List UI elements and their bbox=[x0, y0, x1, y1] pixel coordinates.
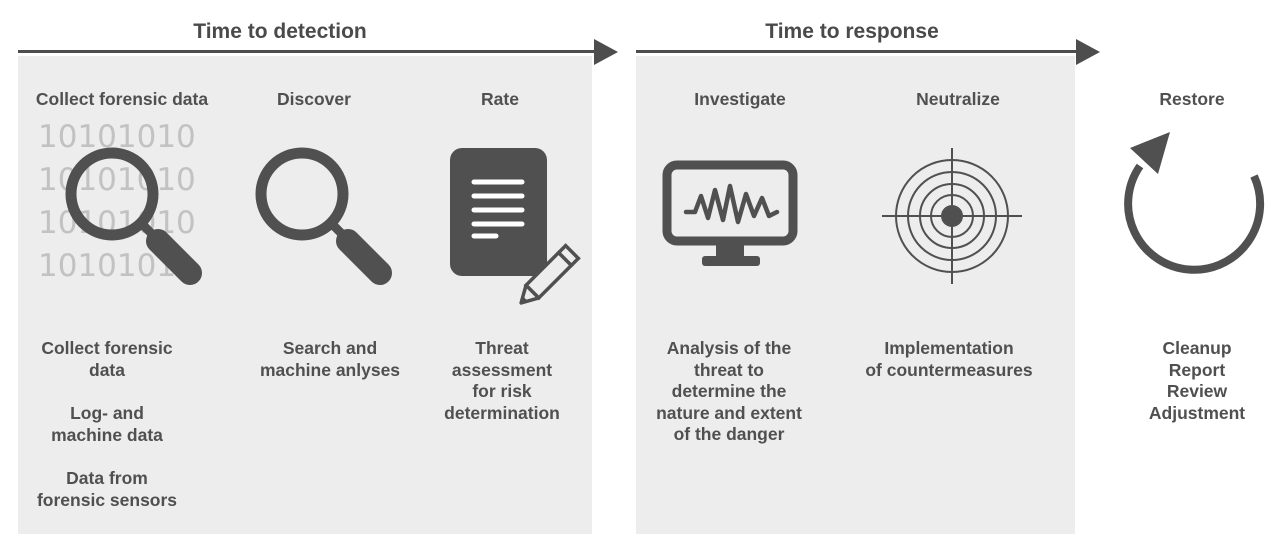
desc-line: forensic sensors bbox=[36, 489, 178, 510]
desc-line: Implementation bbox=[884, 338, 1014, 358]
response-panel bbox=[636, 56, 1075, 534]
title-investigate: Investigate bbox=[694, 89, 786, 109]
binary-row: 10101010 bbox=[38, 162, 196, 198]
desc-line: Threat bbox=[475, 338, 529, 358]
desc-collect: Collect forensic data Log- and machine d… bbox=[22, 338, 192, 511]
desc-line: Adjustment bbox=[1148, 402, 1246, 423]
phase-label-detection: Time to detection bbox=[193, 20, 367, 43]
desc-line: Search and bbox=[282, 338, 378, 358]
desc-line: determine the bbox=[671, 381, 787, 401]
desc-line: Data from bbox=[66, 468, 148, 488]
response-arrow-head-icon bbox=[1076, 39, 1100, 65]
magnifier-icon bbox=[65, 147, 202, 285]
desc-line: determination bbox=[444, 402, 560, 423]
desc-line: Log- and bbox=[70, 403, 144, 423]
target-icon bbox=[882, 148, 1022, 284]
monitor-pulse-icon bbox=[662, 160, 798, 266]
desc-line: Analysis of the bbox=[666, 338, 792, 358]
search-icon bbox=[255, 147, 392, 285]
desc-investigate: Analysis of the threat to determine the … bbox=[644, 338, 814, 446]
detection-panel bbox=[18, 56, 592, 534]
desc-neutralize: Implementation of countermeasures bbox=[858, 338, 1040, 381]
title-collect: Collect forensic data bbox=[35, 89, 209, 109]
desc-line: assessment bbox=[451, 359, 553, 380]
title-rate: Rate bbox=[481, 89, 519, 109]
desc-line: for risk bbox=[472, 381, 532, 401]
refresh-icon bbox=[1124, 132, 1265, 274]
desc-discover: Search and machine anlyses bbox=[250, 338, 410, 381]
desc-line: machine anlyses bbox=[259, 359, 401, 380]
desc-rate: Threat assessment for risk determination bbox=[432, 338, 572, 424]
response-arrow-line bbox=[636, 50, 1079, 53]
desc-restore: Cleanup Report Review Adjustment bbox=[1132, 338, 1262, 424]
desc-line: of the danger bbox=[673, 424, 785, 444]
desc-line: threat to bbox=[694, 359, 764, 380]
desc-line: Collect forensic bbox=[41, 338, 173, 358]
desc-line: Cleanup bbox=[1162, 338, 1232, 358]
desc-line: machine data bbox=[51, 424, 163, 445]
detection-arrow-line bbox=[18, 50, 596, 53]
detection-arrow-head-icon bbox=[594, 39, 618, 65]
title-discover: Discover bbox=[277, 89, 351, 109]
desc-line: data bbox=[89, 359, 125, 380]
title-restore: Restore bbox=[1159, 89, 1225, 109]
desc-line: Review bbox=[1166, 381, 1228, 401]
document-pencil-icon bbox=[450, 148, 581, 305]
desc-line: of countermeasures bbox=[865, 359, 1033, 380]
binary-row: 1010101 bbox=[38, 248, 177, 284]
phase-label-response: Time to response bbox=[765, 20, 939, 43]
binary-data-graphic: 10101010 10101010 10101010 1010101 bbox=[38, 116, 196, 288]
desc-line: nature and extent bbox=[656, 402, 802, 423]
desc-line: Report bbox=[1168, 359, 1226, 380]
title-neutralize: Neutralize bbox=[916, 89, 1000, 109]
